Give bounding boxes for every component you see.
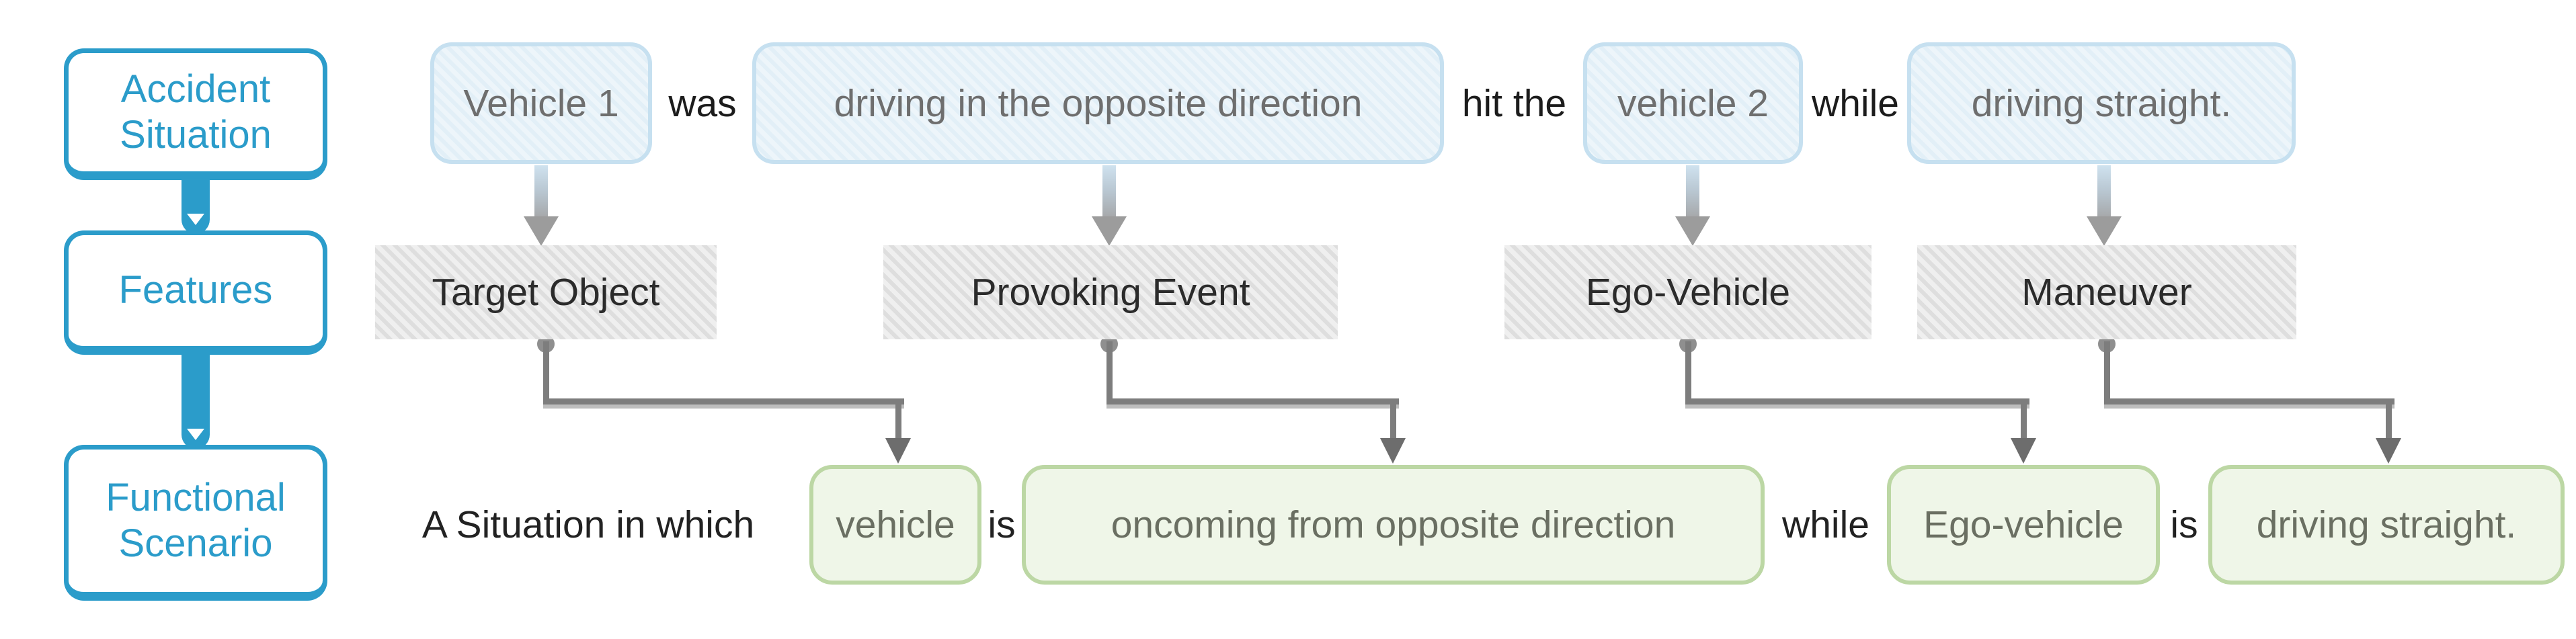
arrow-to-target-object	[534, 165, 548, 222]
stage-connector-1	[182, 176, 210, 234]
token-text: while	[1812, 81, 1899, 125]
token-text: driving in the opposite direction	[834, 81, 1363, 125]
accident-token-driving-straight: driving straight.	[1907, 42, 2296, 164]
functional-token-is: is	[983, 465, 1020, 585]
token-text: vehicle 2	[1617, 81, 1769, 125]
stage-box-features: Features	[64, 230, 327, 355]
elbow-connector-maneuver	[2104, 398, 2394, 404]
token-text: Ego-vehicle	[1923, 503, 2124, 546]
functional-token-vehicle: vehicle	[809, 465, 981, 585]
down-arrow-icon	[187, 429, 204, 440]
elbow-connector-provoking-event	[1106, 398, 1399, 404]
elbow-connector-ego-vehicle	[2021, 398, 2027, 443]
feature-ego-vehicle: Ego-Vehicle	[1504, 245, 1871, 339]
arrow-head-icon	[2011, 438, 2036, 464]
feature-provoking-event: Provoking Event	[883, 245, 1338, 339]
down-arrow-icon	[187, 214, 204, 225]
token-text: Vehicle 1	[463, 81, 619, 125]
stage-box-functional-scenario: Functional Scenario	[64, 445, 327, 601]
elbow-connector-provoking-event	[1106, 341, 1113, 402]
elbow-connector-provoking-event	[1390, 398, 1396, 443]
functional-token-ego-vehicle: Ego-vehicle	[1887, 465, 2160, 585]
elbow-connector-target-object	[895, 398, 901, 443]
elbow-connector-maneuver	[2386, 398, 2392, 443]
feature-label: Provoking Event	[971, 271, 1250, 314]
stage-label-functional-scenario: Functional Scenario	[106, 475, 286, 565]
accident-token-was: was	[668, 42, 737, 164]
feature-maneuver: Maneuver	[1917, 245, 2296, 339]
stage-box-accident-situation: Accident Situation	[64, 48, 327, 180]
elbow-connector-maneuver	[2104, 341, 2110, 402]
accident-token-while: while	[1808, 42, 1902, 164]
arrow-head-icon	[2376, 438, 2401, 464]
token-text: oncoming from opposite direction	[1111, 503, 1676, 546]
functional-token-driving-straight: driving straight.	[2208, 465, 2565, 585]
arrow-to-ego-vehicle	[1686, 165, 1699, 222]
elbow-connector-ego-vehicle	[1685, 398, 2029, 404]
feature-label: Maneuver	[2021, 271, 2192, 314]
functional-token-is-2: is	[2165, 465, 2203, 585]
elbow-connector-target-object	[543, 341, 549, 402]
token-text: hit the	[1461, 81, 1567, 125]
accident-token-vehicle-2: vehicle 2	[1583, 42, 1803, 164]
token-text: is	[988, 503, 1016, 546]
arrow-head-icon	[2087, 216, 2122, 246]
accident-token-vehicle-1: Vehicle 1	[430, 42, 652, 164]
stage-connector-2	[182, 351, 210, 449]
stage-label-features: Features	[118, 268, 273, 312]
arrow-head-icon	[1675, 216, 1710, 246]
token-text: A Situation in which	[421, 503, 755, 546]
token-text: is	[2170, 503, 2198, 546]
accident-token-hit-the: hit the	[1452, 42, 1576, 164]
token-text: driving straight.	[2256, 503, 2517, 546]
token-text: while	[1782, 503, 1869, 546]
arrow-to-provoking-event	[1102, 165, 1116, 222]
token-text: vehicle	[836, 503, 955, 546]
arrow-head-icon	[524, 216, 559, 246]
token-text: driving straight.	[1971, 81, 2232, 125]
feature-target-object: Target Object	[375, 245, 717, 339]
token-text: was	[668, 81, 737, 125]
elbow-connector-target-object	[543, 398, 904, 404]
functional-token-oncoming-from-opposite-direction: oncoming from opposite direction	[1022, 465, 1765, 585]
elbow-connector-ego-vehicle	[1685, 341, 1691, 402]
functional-token-while: while	[1775, 465, 1876, 585]
arrow-head-icon	[885, 438, 911, 464]
stage-label-accident-situation: Accident Situation	[120, 67, 272, 157]
feature-label: Ego-Vehicle	[1585, 271, 1791, 314]
accident-token-driving-opposite-direction: driving in the opposite direction	[752, 42, 1444, 164]
functional-token-a-situation-in-which: A Situation in which	[373, 465, 803, 585]
arrow-head-icon	[1092, 216, 1127, 246]
arrow-to-maneuver	[2097, 165, 2111, 222]
feature-label: Target Object	[432, 271, 660, 314]
arrow-head-icon	[1380, 438, 1406, 464]
